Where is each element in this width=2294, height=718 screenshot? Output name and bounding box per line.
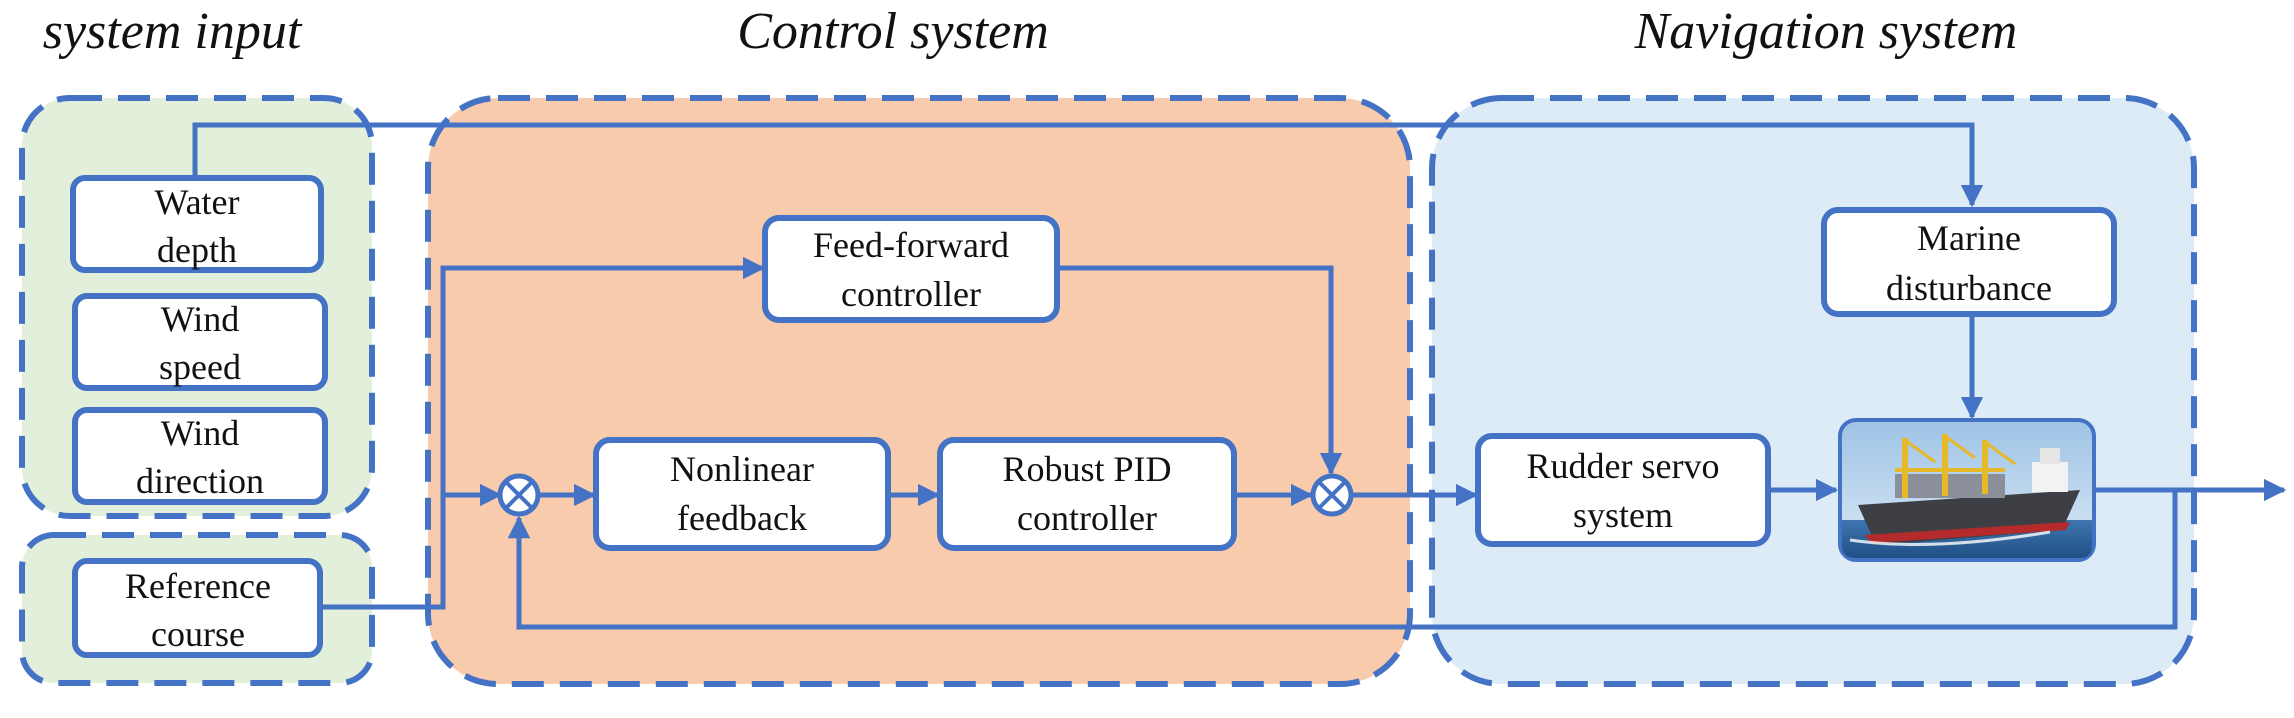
navigation-region — [1429, 95, 2197, 687]
summing-junction-right — [1310, 473, 1354, 517]
disturbance-input-wire — [192, 122, 1984, 208]
summing-junction-left — [497, 473, 541, 517]
cargo-ship-photo — [1838, 418, 2096, 562]
feedforward-sum-wire — [1058, 265, 1343, 476]
feedback-wire — [507, 490, 2178, 630]
navigation-region-title: Navigation system — [1634, 3, 2018, 60]
input-region-title: system input — [43, 3, 303, 60]
reference-feedforward-wire — [320, 256, 766, 610]
control-region — [425, 95, 1413, 687]
control-region-title: Control system — [737, 3, 1049, 60]
